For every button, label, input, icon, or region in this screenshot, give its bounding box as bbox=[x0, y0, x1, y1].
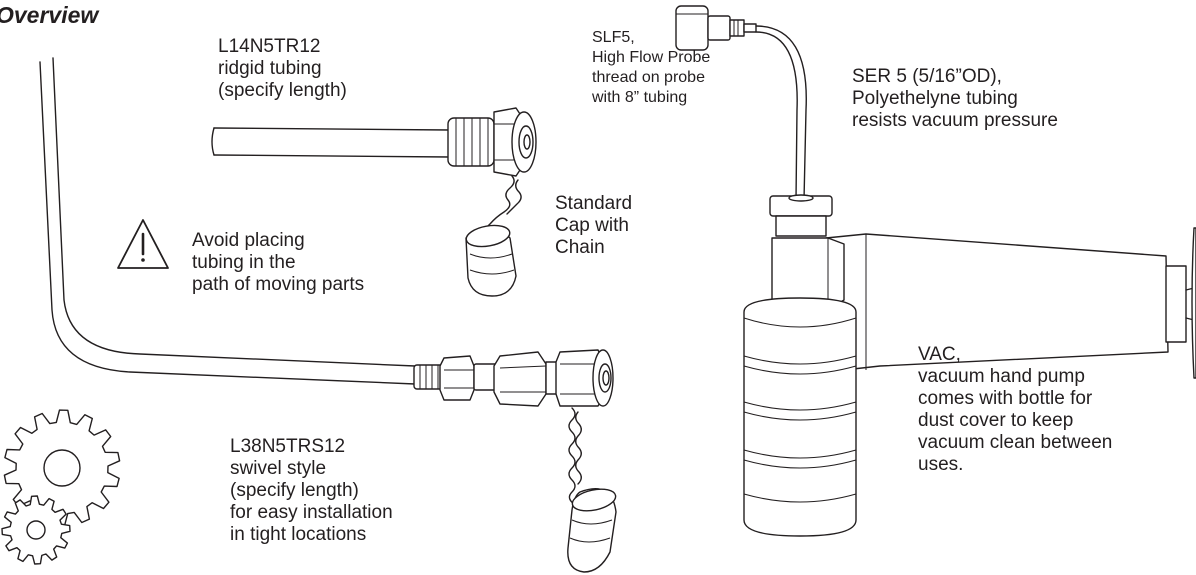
cap-line-1: Standard bbox=[555, 193, 633, 214]
standard-cap-label: Standard Cap with Chain bbox=[555, 193, 632, 259]
swivel-cap-chain bbox=[567, 407, 617, 573]
warning-line-1: Avoid placing bbox=[192, 230, 305, 251]
vac-label: VAC, vacuum hand pump comes with bottle … bbox=[918, 344, 1112, 476]
swivel-location-note: in tight locations bbox=[230, 524, 367, 545]
rigid-tubing-label: L14N5TR12 ridgid tubing (specify length) bbox=[218, 36, 347, 102]
probe-part-number: SLF5, bbox=[592, 29, 635, 46]
rigid-tubing bbox=[211, 127, 451, 158]
ser-part-number: SER 5 (5/16”OD), bbox=[852, 66, 1002, 87]
vac-line-6: uses. bbox=[918, 454, 964, 475]
ser-material: Polyethelyne tubing bbox=[852, 88, 1018, 109]
cap-line-2: Cap with bbox=[555, 215, 629, 236]
warning-label: Avoid placing tubing in the path of movi… bbox=[192, 230, 364, 296]
swivel-part-number: L38N5TRS12 bbox=[230, 436, 346, 457]
swivel-length-note: (specify length) bbox=[230, 480, 359, 501]
probe-tubing-note: with 8” tubing bbox=[592, 89, 688, 106]
swivel-description: swivel style bbox=[230, 458, 327, 479]
high-flow-probe bbox=[675, 5, 757, 51]
gear-icon bbox=[1, 409, 121, 565]
vac-line-5: vacuum clean between bbox=[918, 432, 1113, 453]
swivel-install-note: for easy installation bbox=[230, 502, 393, 523]
cap-line-3: Chain bbox=[555, 237, 605, 258]
polyethylene-tubing bbox=[755, 25, 807, 201]
probe-thread-note: thread on probe bbox=[592, 69, 705, 86]
rigid-cap-chain bbox=[465, 175, 522, 297]
page-title: Overview bbox=[0, 2, 99, 28]
vacuum-hand-pump bbox=[743, 194, 1196, 537]
warning-line-2: tubing in the bbox=[192, 252, 296, 273]
vac-line-4: dust cover to keep bbox=[918, 410, 1074, 431]
ser-note: resists vacuum pressure bbox=[852, 110, 1058, 131]
gear-hub bbox=[26, 520, 46, 540]
vac-part-number: VAC, bbox=[918, 344, 961, 365]
ser-tubing-label: SER 5 (5/16”OD), Polyethelyne tubing res… bbox=[852, 66, 1058, 132]
warning-line-3: path of moving parts bbox=[192, 274, 365, 295]
probe-description: High Flow Probe bbox=[592, 49, 711, 66]
rigid-fitting bbox=[447, 107, 537, 177]
vac-line-3: comes with bottle for bbox=[918, 388, 1093, 409]
rigid-length-note: (specify length) bbox=[218, 80, 347, 101]
probe-label: SLF5, High Flow Probe thread on probe wi… bbox=[592, 28, 710, 108]
warning-triangle-icon bbox=[117, 219, 169, 269]
vac-description: vacuum hand pump bbox=[918, 366, 1085, 387]
swivel-label: L38N5TRS12 swivel style (specify length)… bbox=[230, 436, 393, 546]
rigid-part-number: L14N5TR12 bbox=[218, 36, 321, 57]
swivel-tubing bbox=[39, 57, 416, 385]
gear-hub bbox=[43, 449, 81, 487]
swivel-fitting bbox=[413, 349, 614, 407]
rigid-description: ridgid tubing bbox=[218, 58, 322, 79]
